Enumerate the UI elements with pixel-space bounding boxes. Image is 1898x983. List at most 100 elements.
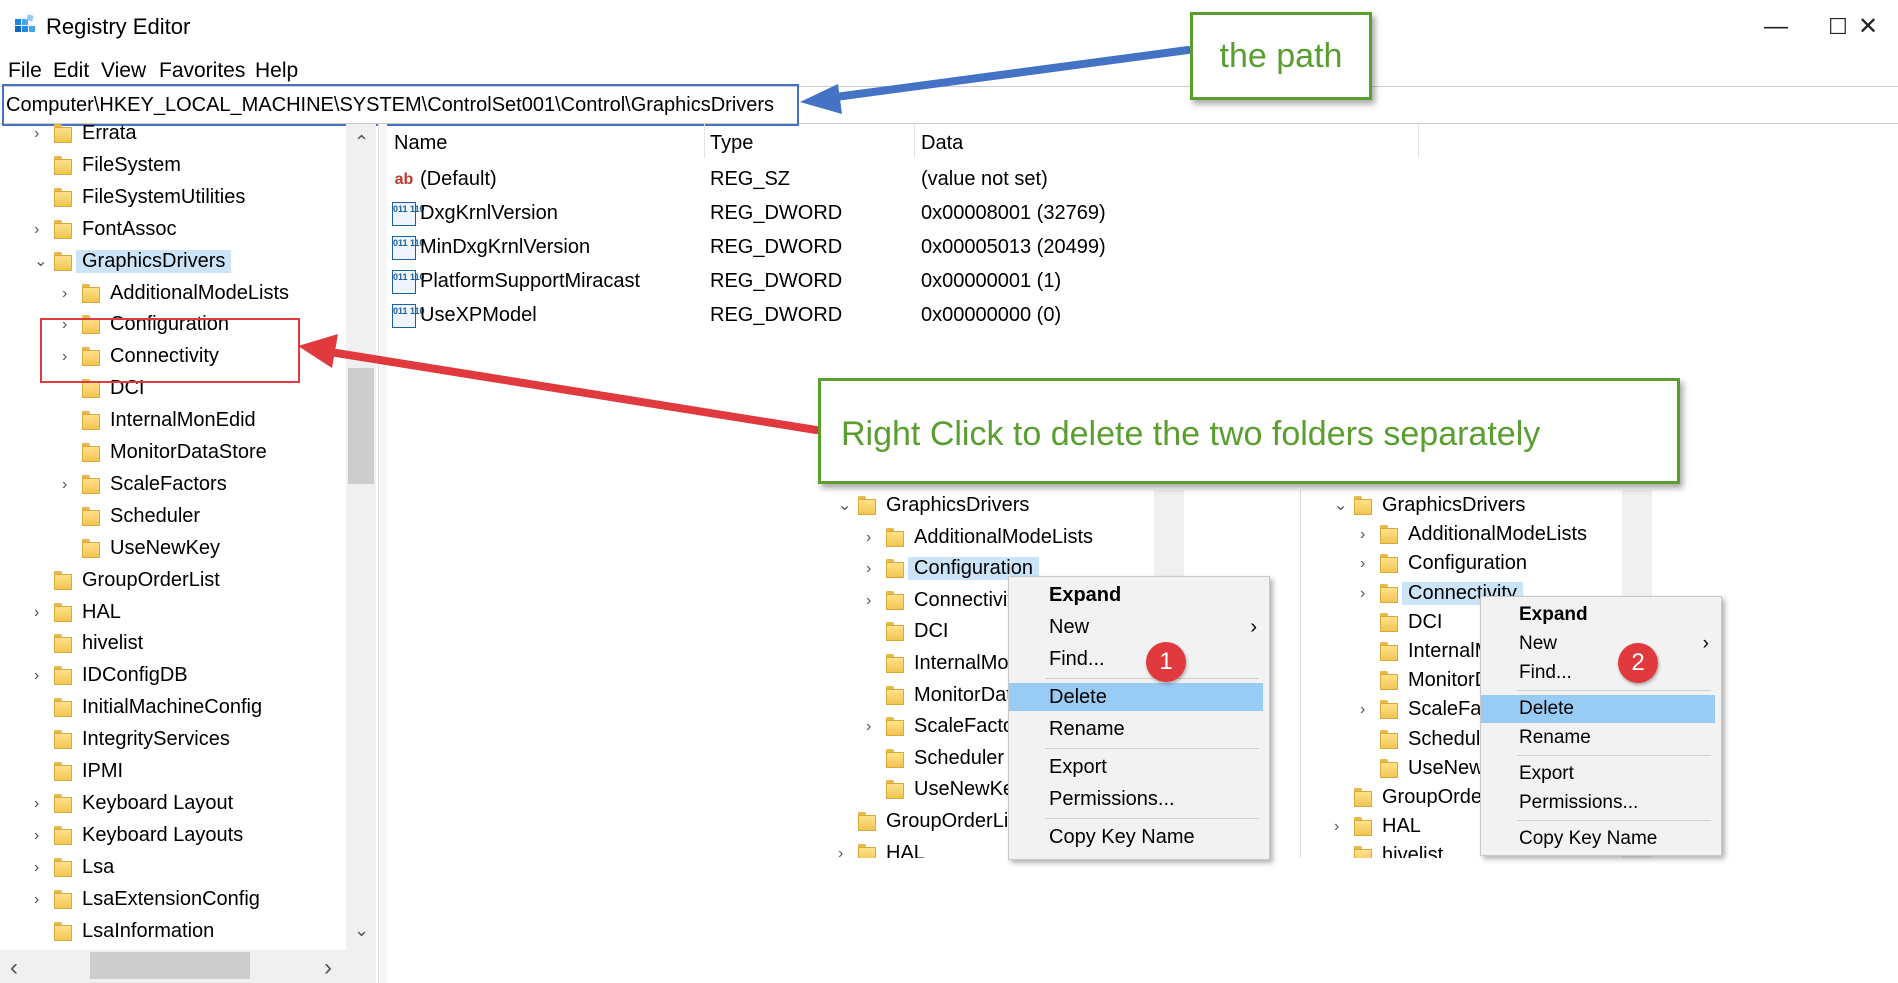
tree-item-label: ScaleFactors: [914, 715, 1031, 738]
scroll-down-icon[interactable]: ⌄: [354, 920, 370, 940]
menu-file[interactable]: File: [8, 59, 42, 82]
expand-chevron-icon[interactable]: ›: [866, 528, 872, 546]
maximize-button[interactable]: ☐: [1828, 14, 1848, 39]
menu-edit[interactable]: Edit: [53, 59, 90, 82]
column-divider[interactable]: [704, 124, 705, 158]
expand-chevron-icon[interactable]: ›: [1360, 555, 1366, 573]
menu-expand[interactable]: Expand: [1049, 584, 1122, 606]
address-path[interactable]: Computer\HKEY_LOCAL_MACHINE\SYSTEM\Contr…: [6, 94, 775, 116]
tree-item-label: HAL: [886, 841, 925, 858]
tree-item-label: DCI: [1408, 610, 1443, 633]
tree-item-label: Scheduler: [1408, 727, 1499, 750]
expand-chevron-icon[interactable]: ›: [34, 890, 40, 908]
minimize-button[interactable]: —: [1764, 13, 1788, 40]
menu-export[interactable]: Export: [1519, 763, 1574, 784]
expand-chevron-icon[interactable]: ›: [1360, 526, 1366, 544]
tree-item-label: Configuration: [908, 557, 1039, 581]
expand-chevron-icon[interactable]: ›: [62, 475, 68, 493]
menu-view[interactable]: View: [101, 59, 147, 82]
tree-item-label: Errata: [82, 124, 137, 144]
expand-chevron-icon[interactable]: ›: [1360, 584, 1366, 602]
context-menu-2: Expand New › Find... Delete Rename Export…: [1480, 596, 1722, 856]
address-bar[interactable]: [0, 86, 1898, 124]
column-header-name[interactable]: Name: [394, 132, 448, 154]
expand-chevron-icon[interactable]: ›: [62, 284, 68, 302]
value-data: 0x00008001 (32769): [921, 202, 1106, 224]
expand-chevron-icon[interactable]: ›: [1360, 701, 1366, 719]
expand-chevron-icon[interactable]: ›: [838, 844, 844, 858]
folder-icon: [1380, 525, 1398, 545]
menu-permissions[interactable]: Permissions...: [1049, 788, 1175, 810]
collapse-chevron-icon[interactable]: ⌄: [1334, 497, 1348, 514]
folder-icon: [54, 251, 72, 272]
submenu-arrow-icon: ›: [1702, 633, 1709, 654]
expand-chevron-icon[interactable]: ›: [866, 591, 872, 609]
value-row[interactable]: ab(Default)REG_SZ(value not set): [392, 164, 1492, 198]
menu-find[interactable]: Find...: [1049, 648, 1105, 670]
menu-find[interactable]: Find...: [1519, 662, 1572, 683]
menu-permissions[interactable]: Permissions...: [1519, 792, 1639, 813]
folder-icon: [886, 780, 904, 800]
collapse-chevron-icon[interactable]: ⌄: [34, 252, 48, 270]
tree-item-label: GroupOrderList: [886, 810, 1024, 832]
menu-new[interactable]: New›: [1009, 613, 1263, 641]
expand-chevron-icon[interactable]: ›: [1334, 818, 1340, 836]
tree-item-label: FontAssoc: [82, 217, 177, 240]
menu-expand[interactable]: Expand: [1519, 604, 1588, 625]
expand-chevron-icon[interactable]: ›: [34, 125, 40, 142]
path-callout: the path: [1190, 12, 1372, 100]
menu-delete[interactable]: Delete: [1009, 683, 1263, 711]
menu-rename[interactable]: Rename: [1049, 718, 1125, 740]
menu-export[interactable]: Export: [1049, 756, 1107, 778]
column-header-data[interactable]: Data: [921, 132, 964, 154]
close-button[interactable]: ✕: [1857, 13, 1879, 40]
menu-copy-key-name[interactable]: Copy Key Name: [1049, 826, 1195, 848]
tree-vertical-scroll-thumb[interactable]: [348, 368, 374, 484]
expand-chevron-icon[interactable]: ›: [62, 348, 68, 366]
tree-vertical-scrollbar[interactable]: ⌃ ⌄: [346, 124, 376, 950]
folder-icon: [54, 730, 72, 750]
expand-chevron-icon[interactable]: ›: [34, 220, 40, 238]
expand-chevron-icon[interactable]: ›: [34, 603, 40, 621]
expand-chevron-icon[interactable]: ›: [34, 858, 40, 876]
expand-chevron-icon[interactable]: ›: [34, 826, 40, 844]
menu-favorites[interactable]: Favorites: [159, 59, 246, 82]
folder-icon: [54, 666, 72, 686]
scroll-right-icon[interactable]: ›: [324, 954, 332, 981]
menu-new[interactable]: New ›: [1481, 630, 1715, 658]
menu-help[interactable]: Help: [255, 59, 299, 82]
menu-separator: [1045, 678, 1259, 679]
tree-item-label: IDConfigDB: [82, 664, 188, 687]
expand-chevron-icon[interactable]: ›: [34, 667, 40, 685]
dword-value-icon: 011 110: [392, 270, 425, 294]
menu-new-label: New: [1519, 633, 1558, 654]
tree-item-label: Keyboard Layouts: [82, 823, 244, 846]
column-divider[interactable]: [1418, 124, 1419, 158]
tree-item-label: InitialMachineConfig: [82, 696, 263, 719]
tree-horizontal-scroll-thumb[interactable]: [90, 952, 250, 979]
menu-copy-key-name[interactable]: Copy Key Name: [1519, 828, 1658, 849]
column-header-type[interactable]: Type: [710, 132, 754, 154]
pane-splitter[interactable]: [378, 124, 387, 983]
expand-chevron-icon[interactable]: ›: [866, 718, 872, 736]
tree-item-label: LsaExtensionConfig: [82, 887, 260, 910]
menu-separator: [1517, 820, 1711, 821]
folder-icon: [858, 843, 876, 858]
collapse-chevron-icon[interactable]: ⌄: [838, 497, 852, 514]
folder-icon: [54, 219, 72, 240]
scroll-left-icon[interactable]: ‹: [10, 954, 18, 981]
menu-separator: [1045, 818, 1259, 819]
scroll-up-icon[interactable]: ⌃: [354, 132, 370, 152]
menu-rename[interactable]: Rename: [1519, 727, 1591, 748]
expand-chevron-icon[interactable]: ›: [34, 794, 40, 812]
column-divider[interactable]: [914, 124, 915, 158]
folder-icon: [1380, 671, 1398, 691]
expand-chevron-icon[interactable]: ›: [866, 560, 872, 578]
tree-item-label: GraphicsDrivers: [886, 494, 1030, 516]
expand-chevron-icon[interactable]: ›: [62, 316, 68, 334]
menu-delete[interactable]: Delete: [1481, 695, 1715, 723]
